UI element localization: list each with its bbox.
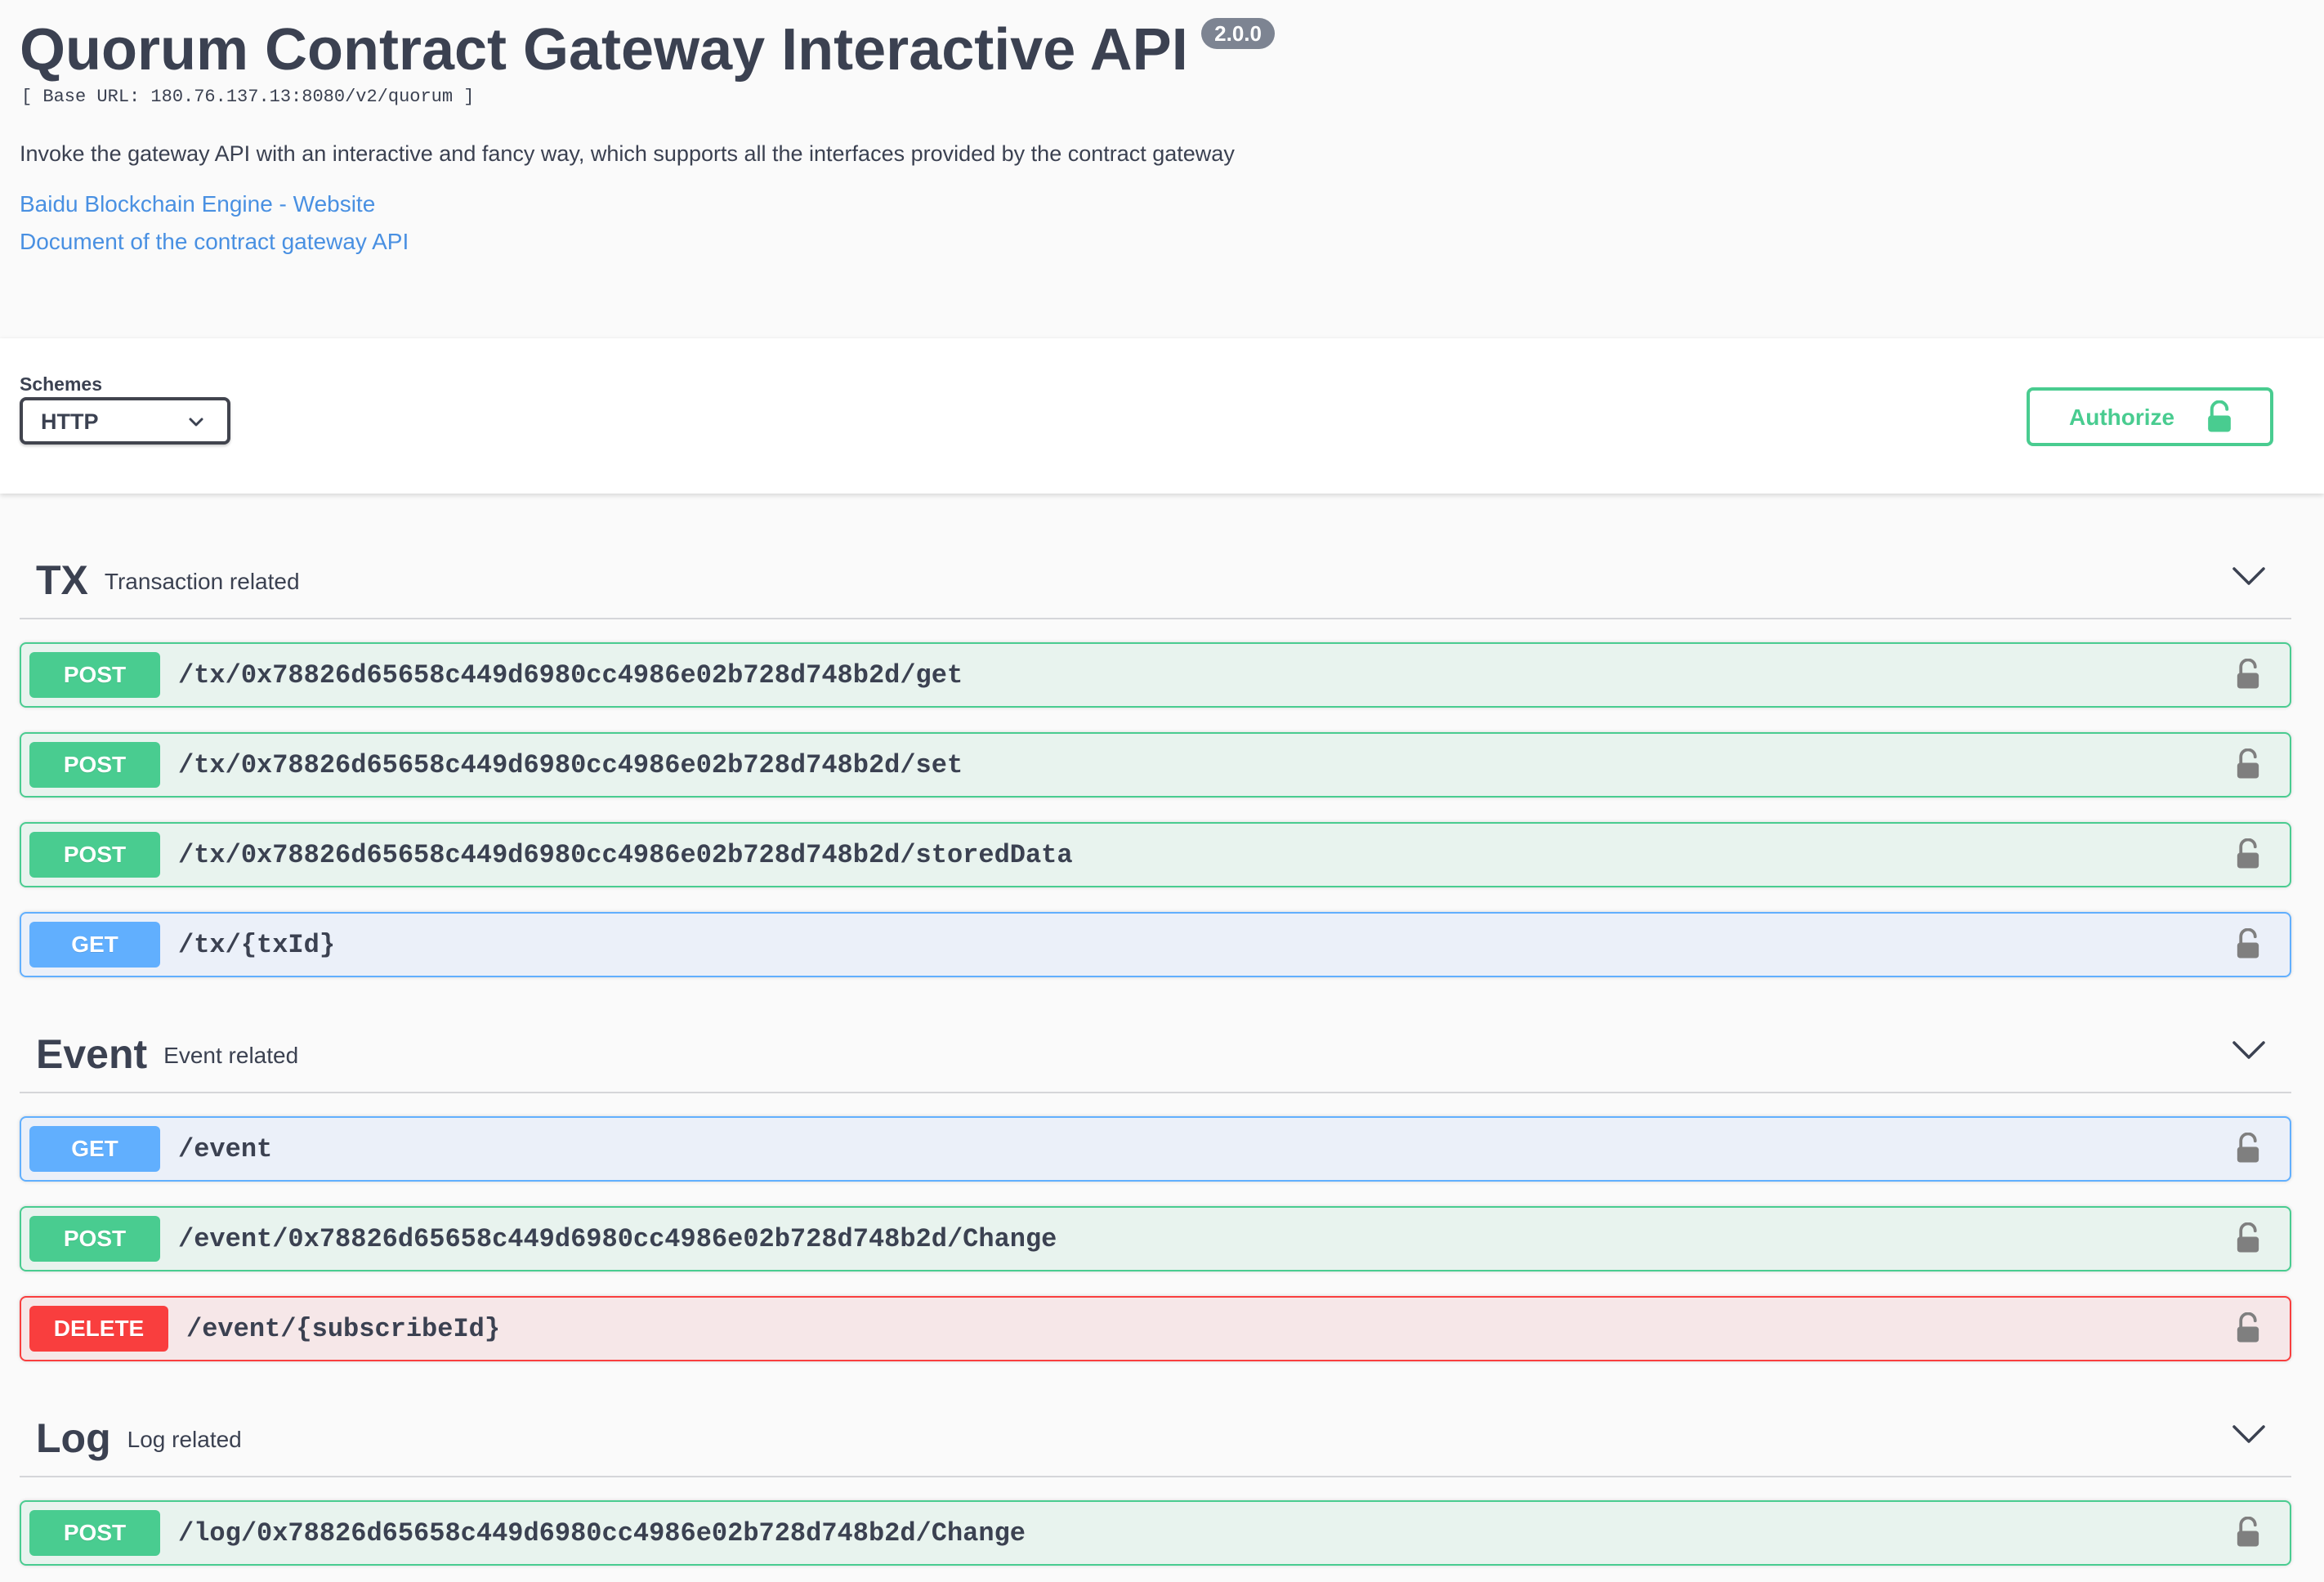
operation-path: /log/0x78826d65658c449d6980cc4986e02b728… — [178, 1518, 1026, 1548]
chevron-down-icon[interactable] — [2231, 1422, 2267, 1446]
chevron-down-icon[interactable] — [2231, 564, 2267, 588]
operation-post-tx-storeddata[interactable]: POST /tx/0x78826d65658c449d6980cc4986e02… — [20, 822, 2291, 887]
unlocked-lock-icon[interactable] — [2236, 838, 2260, 869]
method-badge: POST — [29, 1510, 160, 1556]
method-badge: GET — [29, 1126, 160, 1172]
unlocked-lock-icon — [2205, 400, 2234, 433]
api-info: Quorum Contract Gateway Interactive API … — [20, 0, 2291, 338]
unlocked-lock-icon[interactable] — [2236, 1222, 2260, 1254]
schemes-select[interactable]: HTTP — [20, 397, 230, 445]
api-title: Quorum Contract Gateway Interactive API — [20, 17, 1188, 83]
method-badge: POST — [29, 652, 160, 698]
tag-log-header[interactable]: Log Log related — [20, 1397, 2291, 1477]
base-url: [ Base URL: 180.76.137.13:8080/v2/quorum… — [21, 87, 475, 107]
authorize-button[interactable]: Authorize — [2027, 387, 2273, 446]
unlocked-lock-icon[interactable] — [2236, 1517, 2260, 1548]
schemes-selected-value: HTTP — [41, 409, 99, 434]
schemes-label: Schemes — [20, 373, 103, 395]
operation-get-event[interactable]: GET /event — [20, 1116, 2291, 1182]
method-badge: POST — [29, 832, 160, 878]
method-badge: POST — [29, 742, 160, 788]
tag-name: TX — [36, 557, 88, 603]
operation-path: /tx/0x78826d65658c449d6980cc4986e02b728d… — [178, 750, 963, 780]
tag-tx-header[interactable]: TX Transaction related — [20, 539, 2291, 619]
website-link[interactable]: Baidu Blockchain Engine - Website — [20, 191, 376, 217]
operation-get-tx-txid[interactable]: GET /tx/{txId} — [20, 912, 2291, 977]
operation-path: /tx/0x78826d65658c449d6980cc4986e02b728d… — [178, 660, 963, 690]
title-row: Quorum Contract Gateway Interactive API … — [20, 11, 1275, 88]
unlocked-lock-icon[interactable] — [2236, 1133, 2260, 1164]
method-badge: DELETE — [29, 1306, 168, 1352]
operation-path: /event — [178, 1134, 273, 1164]
tag-name: Event — [36, 1031, 148, 1077]
unlocked-lock-icon[interactable] — [2236, 928, 2260, 959]
scheme-container: Schemes HTTP Authorize — [0, 338, 2324, 494]
tag-description: Event related — [163, 1043, 299, 1068]
operation-path: /event/0x78826d65658c449d6980cc4986e02b7… — [178, 1224, 1057, 1254]
chevron-down-icon[interactable] — [2231, 1038, 2267, 1062]
tag-tx: TX Transaction related — [36, 557, 300, 605]
operation-path: /event/{subscribeId} — [186, 1314, 501, 1344]
tag-log: Log Log related — [36, 1415, 242, 1463]
api-description: Invoke the gateway API with an interacti… — [20, 141, 1235, 166]
unlocked-lock-icon[interactable] — [2236, 659, 2260, 690]
unlocked-lock-icon[interactable] — [2236, 749, 2260, 780]
operation-post-event-change[interactable]: POST /event/0x78826d65658c449d6980cc4986… — [20, 1206, 2291, 1271]
version-badge: 2.0.0 — [1201, 18, 1275, 49]
api-document-link[interactable]: Document of the contract gateway API — [20, 229, 409, 254]
tag-description: Log related — [127, 1427, 242, 1452]
tag-event: Event Event related — [36, 1031, 298, 1079]
tag-event-header[interactable]: Event Event related — [20, 1013, 2291, 1093]
unlocked-lock-icon[interactable] — [2236, 1312, 2260, 1343]
tag-description: Transaction related — [104, 569, 300, 594]
method-badge: POST — [29, 1216, 160, 1262]
operation-delete-event-subscribeid[interactable]: DELETE /event/{subscribeId} — [20, 1296, 2291, 1361]
method-badge: GET — [29, 922, 160, 968]
operation-post-tx-set[interactable]: POST /tx/0x78826d65658c449d6980cc4986e02… — [20, 732, 2291, 798]
operation-post-tx-get[interactable]: POST /tx/0x78826d65658c449d6980cc4986e02… — [20, 642, 2291, 708]
tag-name: Log — [36, 1415, 111, 1461]
operation-path: /tx/{txId} — [178, 930, 336, 960]
operation-post-log-change[interactable]: POST /log/0x78826d65658c449d6980cc4986e0… — [20, 1500, 2291, 1566]
authorize-label: Authorize — [2069, 404, 2175, 430]
operation-path: /tx/0x78826d65658c449d6980cc4986e02b728d… — [178, 840, 1073, 870]
chevron-down-icon — [189, 418, 203, 427]
